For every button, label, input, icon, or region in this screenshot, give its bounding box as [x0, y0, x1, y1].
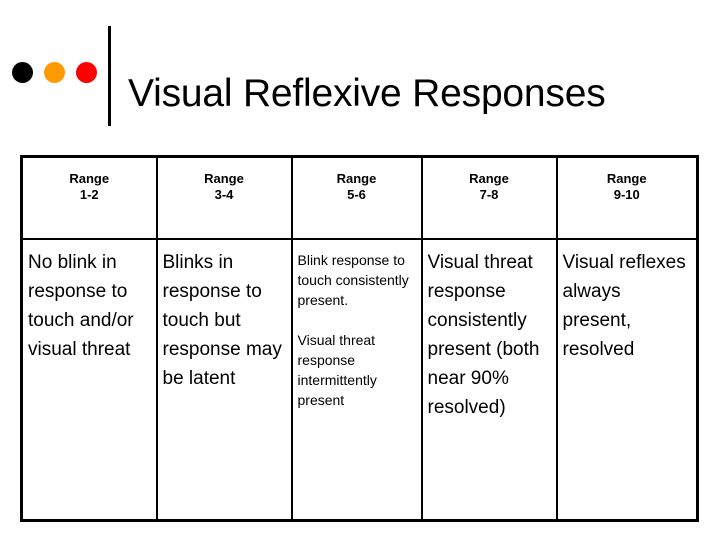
header-label-line2: 1-2 [79, 187, 99, 202]
header-label-line2: 5-6 [347, 187, 366, 202]
cell-paragraph: Blink response to touch consistently pre… [297, 252, 409, 308]
table-cell-range-5-6: Blink response to touch consistently pre… [290, 238, 423, 522]
table-cell-range-7-8: Visual threat response consistently pres… [420, 238, 558, 522]
table-header-range-7-8: Range 7-8 [420, 155, 558, 240]
cell-paragraph: No blink in response to touch and/or vis… [28, 252, 134, 360]
table-header-range-3-4: Range 3-4 [155, 155, 293, 240]
table-cell-range-1-2: No blink in response to touch and/or vis… [20, 238, 158, 522]
bullet-dot-orange-icon [44, 62, 65, 83]
cell-paragraph: Visual threat response intermittently pr… [297, 332, 377, 408]
header-label-line1: Range [69, 171, 110, 186]
table-row: No blink in response to touch and/or vis… [20, 238, 699, 522]
slide-header: Visual Reflexive Responses [0, 0, 720, 140]
bullet-dots-decoration [8, 62, 100, 84]
table-header-row-group: Range 1-2 Range 3-4 Range 5-6 Range [20, 155, 699, 240]
table-cell-range-9-10: Visual reflexes always present, resolved [555, 238, 699, 522]
header-label-line2: 3-4 [214, 187, 234, 202]
table-header-range-5-6: Range 5-6 [290, 155, 423, 240]
page-title: Visual Reflexive Responses [128, 72, 606, 116]
bullet-dot-black-icon [12, 62, 33, 83]
visual-reflexive-responses-table: Range 1-2 Range 3-4 Range 5-6 Range [20, 155, 699, 522]
header-label-line1: Range [606, 171, 647, 186]
header-vertical-rule [108, 26, 111, 126]
header-label-line1: Range [204, 171, 244, 186]
bullet-dot-red-icon [76, 62, 97, 83]
header-label-line1: Range [469, 171, 509, 186]
table-header-row: Range 1-2 Range 3-4 Range 5-6 Range [20, 155, 699, 240]
table-header-range-9-10: Range 9-10 [555, 155, 699, 240]
header-label-line2: 7-8 [479, 187, 499, 202]
cell-paragraph: Visual reflexes always present, resolved [562, 252, 686, 360]
table-cell-range-3-4: Blinks in response to touch but response… [155, 238, 293, 522]
header-label-line1: Range [336, 171, 377, 186]
header-label-line2: 9-10 [613, 187, 640, 202]
cell-paragraph: Blinks in response to touch but response… [162, 252, 282, 389]
table-header-range-1-2: Range 1-2 [20, 155, 158, 240]
cell-paragraph: Visual threat response consistently pres… [427, 252, 540, 418]
table-body: No blink in response to touch and/or vis… [20, 238, 699, 522]
